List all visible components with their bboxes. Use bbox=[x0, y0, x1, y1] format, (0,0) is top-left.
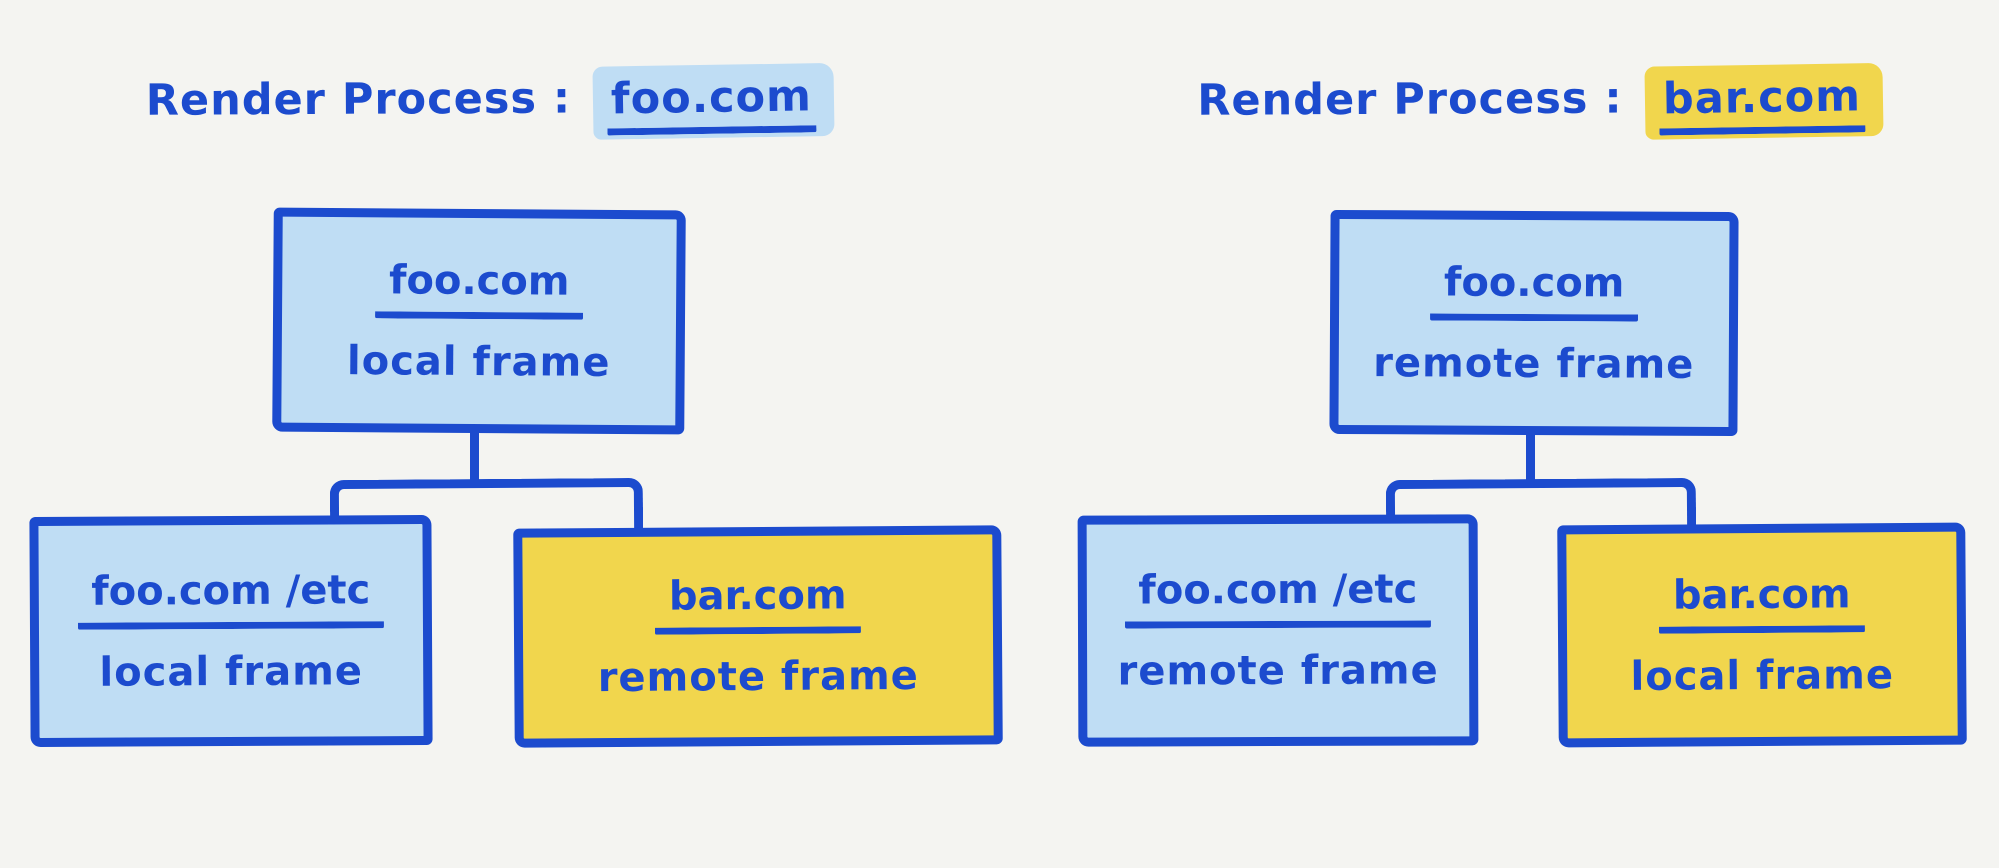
frame-domain: bar.com bbox=[1658, 570, 1865, 634]
right-child-local-frame-node: bar.com local frame bbox=[1557, 522, 1967, 748]
right-root-frame-node: foo.com remote frame bbox=[1329, 209, 1739, 437]
highlight-bar-com: bar.com bbox=[1644, 62, 1884, 140]
left-root-frame-node: foo.com local frame bbox=[272, 207, 686, 435]
right-child-remote-frame-node: foo.com /etc remote frame bbox=[1077, 514, 1479, 747]
render-process-title-bar: Render Process : bar.com bbox=[1160, 62, 1920, 141]
tree-connector-stem bbox=[470, 426, 479, 488]
frame-type-label: local frame bbox=[99, 647, 364, 696]
frame-domain: foo.com bbox=[374, 256, 584, 320]
frame-type-label: local frame bbox=[346, 337, 611, 386]
title-domain: bar.com bbox=[1658, 71, 1866, 136]
frame-type-label: remote frame bbox=[1373, 339, 1695, 388]
frame-type-label: remote frame bbox=[597, 652, 920, 702]
title-domain: foo.com bbox=[606, 71, 817, 136]
render-process-title-foo: Render Process : foo.com bbox=[110, 62, 870, 141]
title-prefix: Render Process : bbox=[1197, 73, 1623, 126]
frame-type-label: remote frame bbox=[1117, 647, 1439, 695]
left-child-remote-frame-node: bar.com remote frame bbox=[513, 525, 1003, 748]
frame-domain: foo.com /etc bbox=[1124, 566, 1432, 629]
highlight-foo-com: foo.com bbox=[592, 62, 835, 140]
frame-domain: foo.com bbox=[1429, 258, 1639, 322]
frame-type-label: local frame bbox=[1630, 651, 1895, 700]
tree-connector-stem bbox=[1526, 426, 1535, 488]
left-child-local-frame-node: foo.com /etc local frame bbox=[29, 514, 433, 748]
frame-domain: bar.com bbox=[654, 572, 861, 635]
title-prefix: Render Process : bbox=[145, 73, 572, 126]
frame-domain: foo.com /etc bbox=[77, 566, 385, 630]
